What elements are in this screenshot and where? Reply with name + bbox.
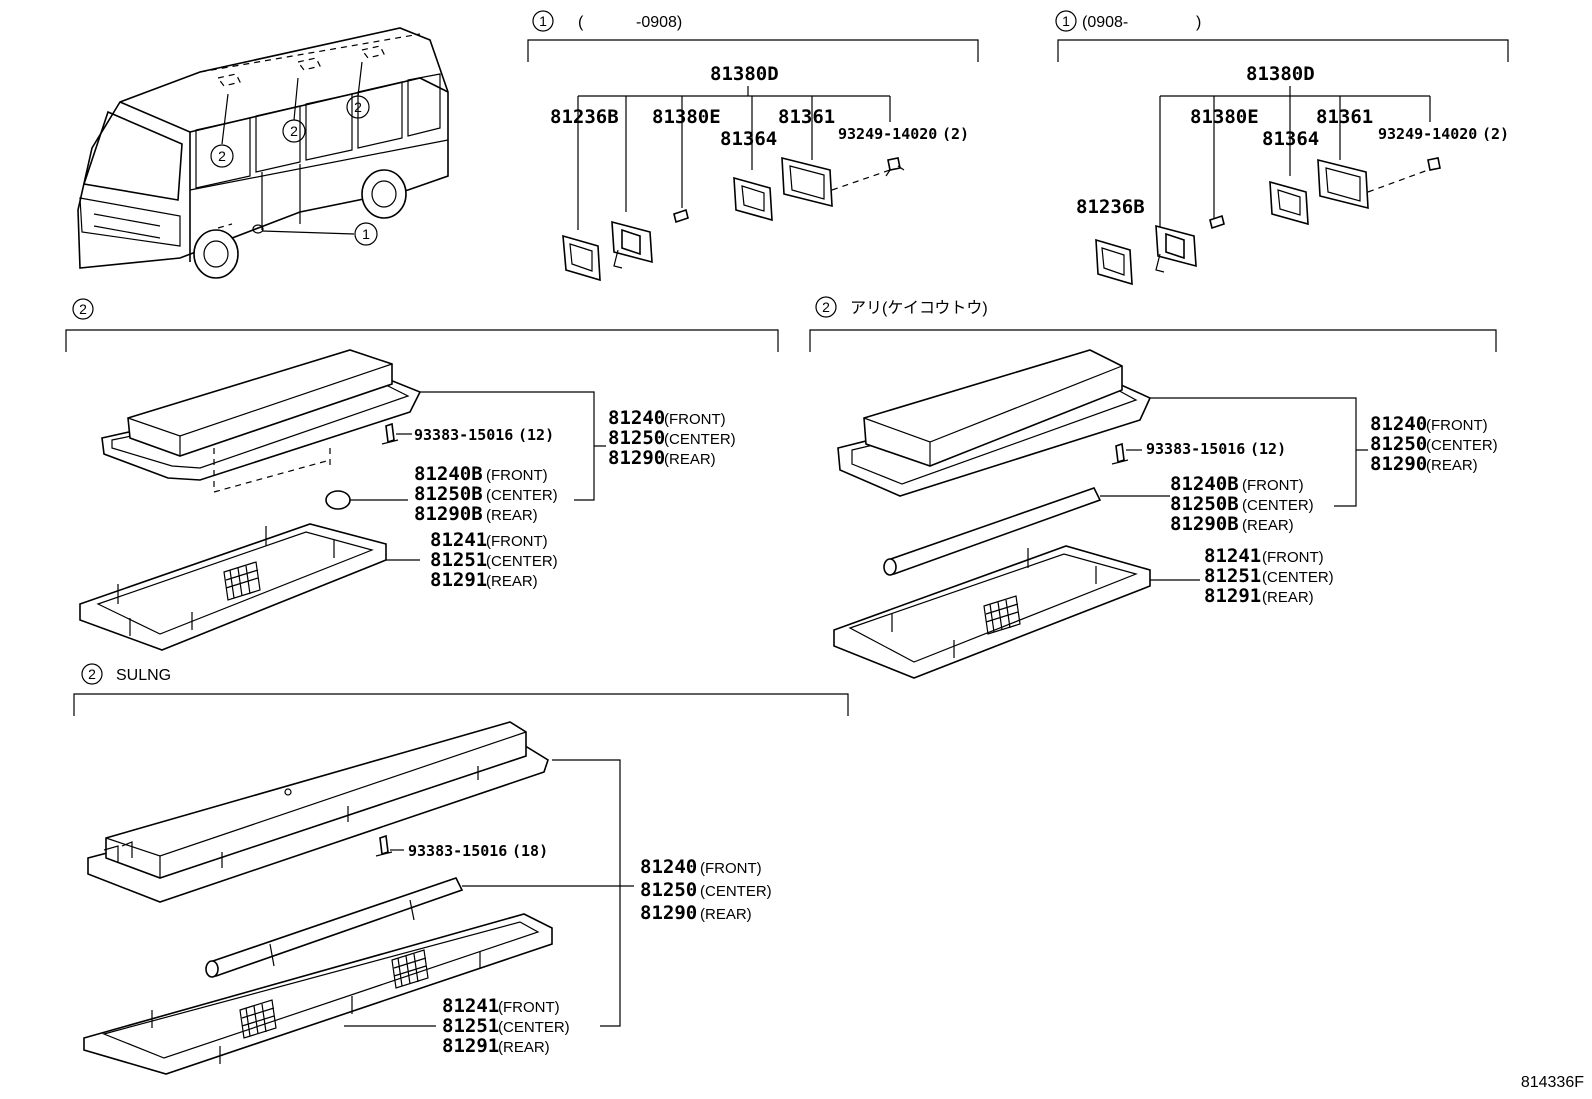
label-81241-std: 81241 <box>430 529 487 551</box>
sfx-center-bulb-std: (CENTER) <box>486 487 558 504</box>
label-81250-fluor: 81250 <box>1370 433 1427 455</box>
label-81291-fluor: 81291 <box>1204 585 1261 607</box>
bus-callout-2c: 2 <box>354 99 362 115</box>
label-81250-std: 81250 <box>608 427 665 449</box>
label-81364: 81364 <box>720 128 777 150</box>
sfx-front-fluor: (FRONT) <box>1426 417 1488 434</box>
label-93383-fluor-qty: (12) <box>1250 440 1286 458</box>
label-93249-qty: (2) <box>942 125 969 143</box>
label-93383-fluor: 93383-15016 <box>1146 440 1245 458</box>
bus-callout-2a: 2 <box>218 148 226 164</box>
label-81240-std: 81240 <box>608 407 665 429</box>
bus-callout-1: 1 <box>362 226 370 242</box>
sfx-center-cover-fluor: (CENTER) <box>1262 569 1334 586</box>
label-81361-late: 81361 <box>1316 106 1373 128</box>
label-81250B-fluor: 81250B <box>1170 493 1239 515</box>
sfx-rear-cover-sulng: (REAR) <box>498 1039 550 1056</box>
diagram-code: 814336F <box>1521 1074 1584 1091</box>
section-std-callout: 2 <box>79 301 87 317</box>
sfx-rear-sulng: (REAR) <box>700 906 752 923</box>
label-81240B-fluor: 81240B <box>1170 473 1239 495</box>
sfx-front-bulb-fluor: (FRONT) <box>1242 477 1304 494</box>
label-81380D: 81380D <box>710 63 779 85</box>
label-93383-sulng-qty: (18) <box>512 842 548 860</box>
label-81290B-fluor: 81290B <box>1170 513 1239 535</box>
label-93249-14020: 93249-14020 <box>838 125 937 143</box>
sfx-rear-bulb-fluor: (REAR) <box>1242 517 1294 534</box>
section-early-callout: 1 <box>539 13 547 29</box>
label-81250B-std: 81250B <box>414 483 483 505</box>
label-93383-std-qty: (12) <box>518 426 554 444</box>
section-late-range: (0908- <box>1082 14 1128 31</box>
sfx-front-std: (FRONT) <box>664 411 726 428</box>
sfx-center-bulb-fluor: (CENTER) <box>1242 497 1314 514</box>
label-93383-sulng: 93383-15016 <box>408 842 507 860</box>
label-81240B-std: 81240B <box>414 463 483 485</box>
label-81240-fluor: 81240 <box>1370 413 1427 435</box>
bus-callout-2b: 2 <box>290 123 298 139</box>
sfx-center-sulng: (CENTER) <box>700 883 772 900</box>
label-93249-late: 93249-14020 <box>1378 125 1477 143</box>
label-81290-fluor: 81290 <box>1370 453 1427 475</box>
sfx-front-cover-sulng: (FRONT) <box>498 999 560 1016</box>
label-81380E-late: 81380E <box>1190 106 1259 128</box>
label-81251-std: 81251 <box>430 549 487 571</box>
label-81290-sulng: 81290 <box>640 902 697 924</box>
sfx-rear-cover-std: (REAR) <box>486 573 538 590</box>
section-roof-std: 2 93383-15016 (12) 81240 (FRONT) 81250 (… <box>65 298 779 651</box>
sfx-front-cover-fluor: (FRONT) <box>1262 549 1324 566</box>
label-81241-fluor: 81241 <box>1204 545 1261 567</box>
section-late-paren: ) <box>1196 14 1201 31</box>
section-roof-fluor: 2 アリ(ケイコウトウ) 93383-15016 (12) 81240 (FRO… <box>809 296 1498 679</box>
sfx-front-bulb-std: (FRONT) <box>486 467 548 484</box>
sfx-rear-std: (REAR) <box>664 451 716 468</box>
sfx-front-sulng: (FRONT) <box>700 860 762 877</box>
sfx-rear-bulb-std: (REAR) <box>486 507 538 524</box>
section-sulng-label: SULNG <box>116 667 171 684</box>
label-93249-qty-late: (2) <box>1482 125 1509 143</box>
sfx-center-cover-sulng: (CENTER) <box>498 1019 570 1036</box>
label-81250-sulng: 81250 <box>640 879 697 901</box>
label-81290B-std: 81290B <box>414 503 483 525</box>
section-sulng-callout: 2 <box>88 666 96 682</box>
label-81251-sulng: 81251 <box>442 1015 499 1037</box>
sfx-center-fluor: (CENTER) <box>1426 437 1498 454</box>
sfx-front-cover-std: (FRONT) <box>486 533 548 550</box>
label-81361: 81361 <box>778 106 835 128</box>
bus-illustration: 2 2 2 1 <box>77 27 449 279</box>
sfx-center-cover-std: (CENTER) <box>486 553 558 570</box>
label-81236B: 81236B <box>550 106 619 128</box>
label-81251-fluor: 81251 <box>1204 565 1261 587</box>
label-81291-std: 81291 <box>430 569 487 591</box>
label-81236B-late: 81236B <box>1076 196 1145 218</box>
section-roof-sulng: 2 SULNG 93383-15016 (18) 81240 (FRONT) 8… <box>73 663 849 1075</box>
label-81290-std: 81290 <box>608 447 665 469</box>
section-early-paren: ( <box>578 14 584 31</box>
section-late-callout: 1 <box>1062 13 1070 29</box>
sfx-rear-cover-fluor: (REAR) <box>1262 589 1314 606</box>
label-81240-sulng: 81240 <box>640 856 697 878</box>
sfx-center-std: (CENTER) <box>664 431 736 448</box>
label-81241-sulng: 81241 <box>442 995 499 1017</box>
label-81380E: 81380E <box>652 106 721 128</box>
label-81291-sulng: 81291 <box>442 1035 499 1057</box>
section-lamp-early: 1 ( -0908) 81380D 81236B 81380E 81361 81… <box>527 10 979 282</box>
label-93383-std: 93383-15016 <box>414 426 513 444</box>
label-81364-late: 81364 <box>1262 128 1319 150</box>
sfx-rear-fluor: (REAR) <box>1426 457 1478 474</box>
label-81380D-late: 81380D <box>1246 63 1315 85</box>
section-early-range: -0908) <box>636 14 682 31</box>
section-fluor-label: アリ(ケイコウトウ) <box>850 299 988 317</box>
section-fluor-callout: 2 <box>822 299 830 315</box>
section-lamp-late: 1 (0908- ) 81380D 81380E 81361 81364 932… <box>1055 10 1509 286</box>
